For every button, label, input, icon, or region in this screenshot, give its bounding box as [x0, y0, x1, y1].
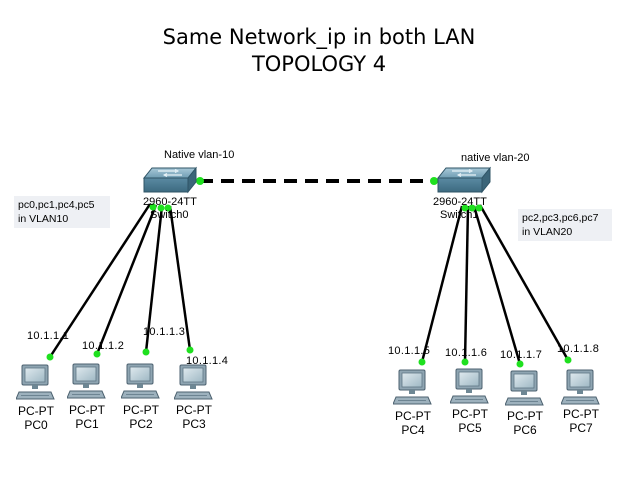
pc-name-label: PC1	[75, 417, 99, 431]
switch-model-label: 2960-24TT	[433, 196, 487, 208]
diagram-title: Same Network_ip in both LAN	[162, 25, 476, 49]
switch-model-label: 2960-24TT	[143, 196, 197, 208]
switch-vlan-label: Native vlan-10	[164, 149, 235, 161]
link-light	[186, 346, 194, 354]
pc-icon	[16, 364, 55, 400]
vlan-note-line: pc0,pc1,pc4,pc5	[18, 199, 95, 211]
pc-icon	[393, 369, 432, 405]
pc-ip-label: 10.1.1.6	[445, 347, 488, 359]
pc-icon	[561, 369, 600, 405]
link-light	[430, 177, 438, 185]
link-light	[461, 358, 469, 366]
pc-type-label: PC-PT	[69, 403, 105, 417]
pc-type-label: PC-PT	[395, 409, 431, 423]
link-light	[516, 360, 524, 368]
pc-icon	[450, 368, 489, 404]
pc-type-label: PC-PT	[176, 403, 212, 417]
vlan-note-left: pc0,pc1,pc4,pc5 in VLAN10	[14, 196, 110, 228]
pc-type-label: PC-PT	[18, 404, 54, 418]
pc-ip-label: 10.1.1.3	[143, 326, 186, 338]
access-link-pc3	[168, 205, 192, 351]
access-link-pc6	[472, 205, 522, 365]
vlan-note-line: pc2,pc3,pc6,pc7	[522, 212, 599, 224]
link-light	[475, 204, 483, 212]
link-light	[157, 204, 165, 212]
link-light	[149, 203, 157, 211]
link-light	[468, 204, 476, 212]
access-link-pc5	[463, 205, 470, 363]
switch-name-label: Switch0	[150, 209, 189, 221]
pc-type-label: PC-PT	[123, 403, 159, 417]
pc-icon	[67, 363, 106, 399]
vlan-note-right: pc2,pc3,pc6,pc7 in VLAN20	[518, 209, 612, 241]
switch-icon	[143, 167, 197, 193]
pc-name-label: PC6	[513, 423, 537, 437]
pc-type-label: PC-PT	[452, 407, 488, 421]
pc-ip-label: 10.1.1.5	[388, 345, 431, 357]
pc-ip-label: 10.1.1.4	[186, 355, 229, 367]
pc-icon	[121, 363, 160, 399]
pc-ip-label: 10.1.1.8	[557, 343, 600, 355]
pc-ip-label: 10.1.1.1	[27, 330, 70, 342]
link-light	[461, 204, 469, 212]
link-light	[564, 356, 572, 364]
pc-name-label: PC2	[129, 417, 153, 431]
pc-name-label: PC4	[401, 423, 425, 437]
pc-ip-label: 10.1.1.7	[500, 349, 543, 361]
vlan-note-line: in VLAN20	[522, 226, 573, 238]
link-light	[93, 350, 101, 358]
link-light	[142, 348, 150, 356]
pc-type-label: PC-PT	[507, 409, 543, 423]
switch-vlan-label: native vlan-20	[461, 152, 530, 164]
diagram-subtitle: TOPOLOGY 4	[251, 52, 387, 76]
access-link-pc7	[478, 204, 570, 361]
link-light	[196, 177, 204, 185]
pc-ip-label: 10.1.1.2	[82, 340, 125, 352]
access-link-pc0	[48, 203, 152, 358]
access-link-pc1	[95, 204, 158, 355]
access-link-pc2	[144, 205, 164, 353]
pc-name-label: PC3	[182, 417, 206, 431]
switch-name-label: Switch1	[440, 209, 479, 221]
pc-type-label: PC-PT	[563, 407, 599, 421]
pc-name-label: PC0	[24, 418, 48, 432]
link-light	[46, 353, 54, 361]
pc-name-label: PC5	[458, 421, 482, 435]
switch-icon	[437, 167, 491, 193]
pc-icon	[174, 364, 213, 400]
link-light	[418, 358, 426, 366]
pc-icon	[505, 370, 544, 406]
link-light	[164, 204, 172, 212]
vlan-note-line: in VLAN10	[18, 213, 69, 225]
pc-name-label: PC7	[569, 421, 593, 435]
access-link-pc4	[420, 205, 464, 363]
